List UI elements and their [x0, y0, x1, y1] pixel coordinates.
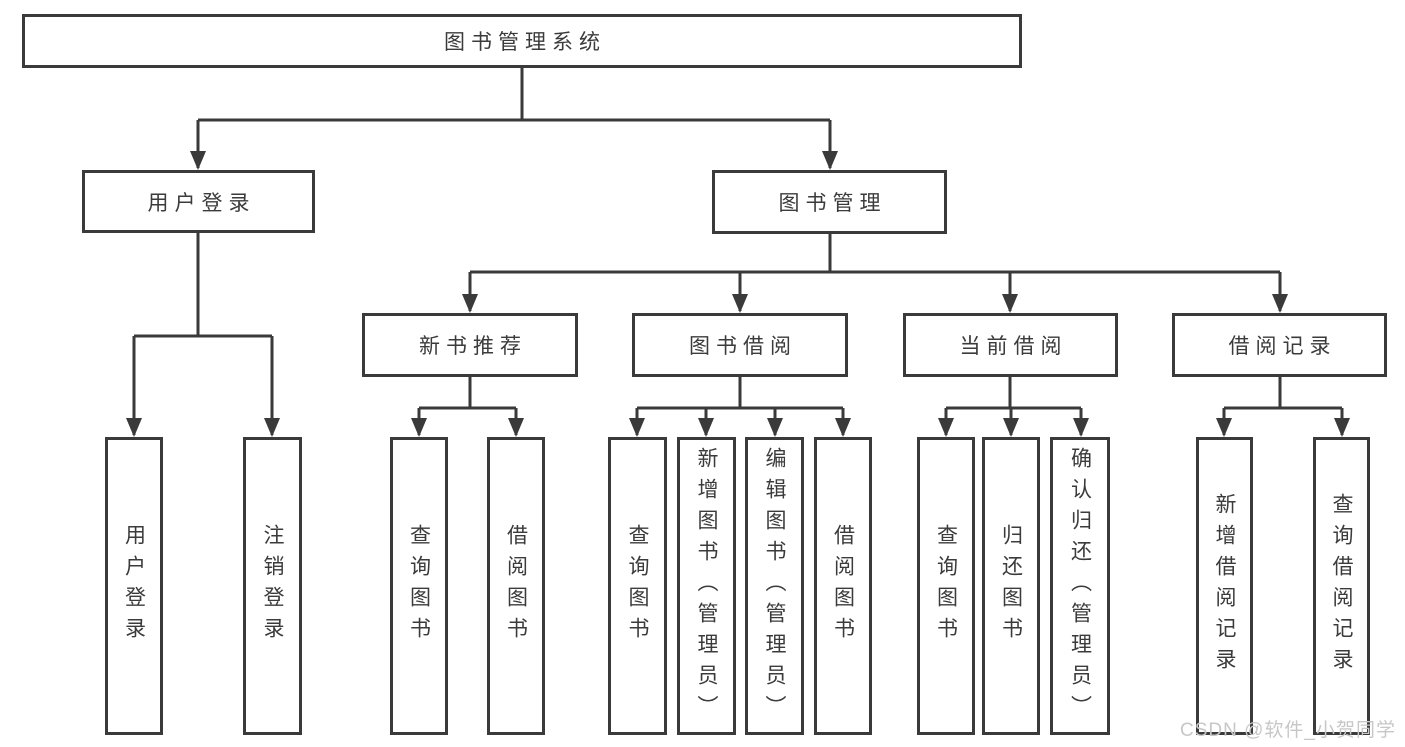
leaf-current-query-books-label: 查询图书: [934, 524, 958, 648]
leaf-borrow-edit-books-admin-label: 编辑图书（管理员）: [763, 446, 786, 726]
node-book-management-label: 图书管理: [778, 192, 887, 215]
leaf-borrow-borrow-books: 借阅图书: [814, 437, 872, 735]
leaf-newbook-query-books-label: 查询图书: [407, 524, 431, 648]
leaf-borrow-add-books-admin: 新增图书（管理员）: [677, 437, 736, 735]
leaf-newbook-borrow-books: 借阅图书: [487, 437, 545, 735]
leaf-borrow-query-books: 查询图书: [608, 437, 667, 735]
leaf-records-add-record-label: 新增借阅记录: [1213, 493, 1236, 679]
node-book-borrowing-label: 图书借阅: [689, 335, 797, 358]
leaf-borrow-query-books-label: 查询图书: [626, 524, 649, 648]
node-book-management: 图书管理: [712, 170, 947, 234]
leaf-records-add-record: 新增借阅记录: [1196, 437, 1253, 735]
leaf-current-return-books: 归还图书: [982, 437, 1040, 735]
node-current-borrowing: 当前借阅: [903, 313, 1118, 377]
leaf-borrow-edit-books-admin: 编辑图书（管理员）: [745, 437, 804, 735]
watermark: CSDN @软件_小贺同学: [1180, 720, 1396, 741]
leaf-borrow-borrow-books-label: 借阅图书: [831, 524, 855, 648]
leaf-current-return-books-label: 归还图书: [999, 524, 1023, 648]
leaf-newbook-query-books: 查询图书: [390, 437, 448, 735]
leaf-user-login: 用户登录: [105, 437, 163, 735]
leaf-current-confirm-return-admin: 确认归还（管理员）: [1050, 437, 1110, 735]
leaf-newbook-borrow-books-label: 借阅图书: [504, 524, 528, 648]
node-borrowing-records: 借阅记录: [1172, 313, 1387, 377]
node-current-borrowing-label: 当前借阅: [959, 335, 1068, 358]
leaf-user-login-label: 用户登录: [122, 524, 146, 648]
node-new-book-recommend-label: 新书推荐: [419, 335, 527, 358]
node-library-system: 图书管理系统: [22, 14, 1022, 68]
node-borrowing-records-label: 借阅记录: [1228, 335, 1337, 358]
node-user-login: 用户登录: [82, 170, 315, 233]
leaf-borrow-add-books-admin-label: 新增图书（管理员）: [695, 446, 718, 726]
node-book-borrowing: 图书借阅: [632, 313, 848, 377]
node-new-book-recommend: 新书推荐: [362, 313, 578, 377]
node-library-system-label: 图书管理系统: [444, 31, 606, 54]
leaf-current-confirm-return-admin-label: 确认归还（管理员）: [1068, 446, 1092, 726]
node-user-login-label: 用户登录: [147, 191, 256, 215]
leaf-records-query-record: 查询借阅记录: [1313, 437, 1370, 735]
leaf-logout-label: 注销登录: [261, 524, 284, 648]
leaf-logout: 注销登录: [243, 437, 302, 735]
leaf-records-query-record-label: 查询借阅记录: [1330, 493, 1353, 679]
leaf-current-query-books: 查询图书: [917, 437, 975, 735]
